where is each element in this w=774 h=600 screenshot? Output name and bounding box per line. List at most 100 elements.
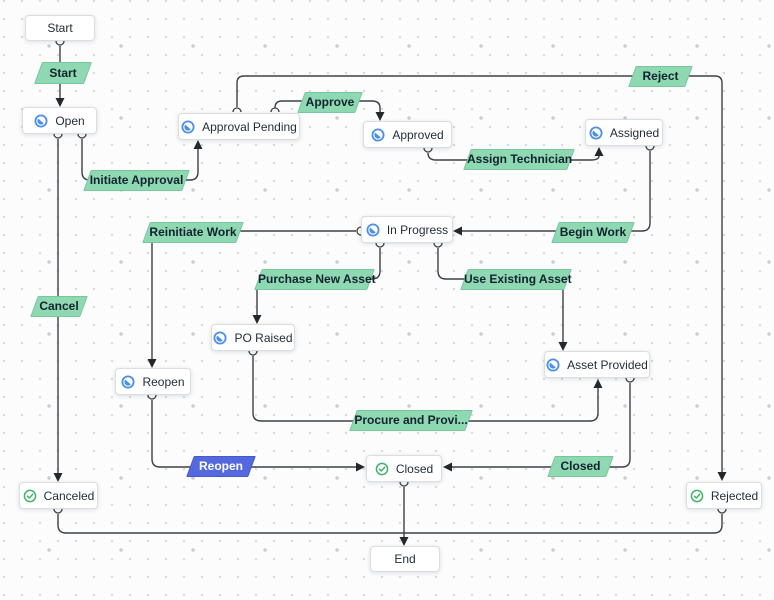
state-node-label: PO Raised bbox=[234, 330, 293, 345]
transition-label-start[interactable]: Start bbox=[33, 62, 93, 84]
edge-arrowhead-icon bbox=[193, 140, 203, 149]
transition-label-reopen[interactable]: Reopen bbox=[186, 456, 256, 477]
transition-label-text: Approve bbox=[305, 95, 355, 109]
transition-label-closed[interactable]: Closed bbox=[547, 456, 614, 477]
transition-label-text: Initiate Approval bbox=[89, 173, 184, 187]
transition-label-reject[interactable]: Reject bbox=[628, 66, 693, 87]
state-node-label: Canceled bbox=[43, 488, 95, 503]
state-node-label: Asset Provided bbox=[567, 357, 648, 372]
state-node-start[interactable]: Start bbox=[25, 15, 95, 41]
edge-canceled-to-end[interactable] bbox=[57, 514, 404, 534]
edge-arrowhead-icon bbox=[594, 147, 604, 156]
edge-source-connector-icon bbox=[433, 242, 443, 248]
transition-label-assign-technician[interactable]: Assign Technician bbox=[463, 149, 575, 170]
transition-label-text: Begin Work bbox=[559, 225, 627, 239]
in-progress-state-icon bbox=[34, 114, 48, 128]
transition-label-begin-work[interactable]: Begin Work bbox=[551, 222, 635, 243]
state-node-approval-pending[interactable]: Approval Pending bbox=[178, 113, 300, 140]
transition-label-text: Reinitiate Work bbox=[149, 225, 237, 239]
transition-label-text: Closed bbox=[560, 459, 601, 473]
in-progress-state-icon bbox=[589, 126, 603, 140]
edge-arrowhead-icon bbox=[356, 462, 365, 472]
transition-label-text: Purchase New Asset bbox=[258, 272, 376, 286]
state-node-label: Approval Pending bbox=[202, 119, 297, 134]
edge-source-connector-icon bbox=[375, 242, 385, 248]
edge-arrowhead-icon bbox=[55, 98, 65, 107]
state-node-label: Open bbox=[55, 113, 85, 128]
state-node-rejected[interactable]: Rejected bbox=[686, 482, 762, 509]
state-node-end[interactable]: End bbox=[370, 546, 440, 572]
state-node-label: Rejected bbox=[710, 488, 759, 503]
edge-in-progress-to-asset-provided-use-existing-asset[interactable] bbox=[437, 248, 564, 342]
transition-label-use-existing-asset[interactable]: Use Existing Asset bbox=[460, 269, 572, 290]
edge-source-connector-icon bbox=[55, 40, 65, 46]
edge-source-connector-icon bbox=[645, 145, 655, 151]
in-progress-state-icon bbox=[546, 358, 560, 372]
state-node-label: Assigned bbox=[609, 125, 660, 140]
edge-arrowhead-icon bbox=[443, 462, 452, 472]
state-node-label: Reopen bbox=[142, 374, 185, 389]
state-node-closed[interactable]: Closed bbox=[366, 455, 442, 482]
state-node-open[interactable]: Open bbox=[22, 107, 97, 134]
edge-source-connector-icon bbox=[356, 226, 362, 236]
transition-label-purchase-new-asset[interactable]: Purchase New Asset bbox=[254, 269, 376, 290]
edge-arrowhead-icon bbox=[558, 342, 568, 351]
in-progress-state-icon bbox=[213, 331, 227, 345]
edge-source-connector-icon bbox=[77, 133, 87, 139]
transition-label-approve[interactable]: Approve bbox=[297, 92, 363, 113]
transition-label-cancel[interactable]: Cancel bbox=[30, 296, 88, 317]
edge-arrowhead-icon bbox=[53, 473, 63, 482]
state-node-asset-provided[interactable]: Asset Provided bbox=[544, 351, 650, 378]
edge-rejected-to-end[interactable] bbox=[404, 514, 723, 534]
edge-source-connector-icon bbox=[248, 350, 258, 356]
edge-arrowhead-icon bbox=[147, 359, 157, 368]
edge-source-connector-icon bbox=[717, 508, 727, 514]
closed-state-icon bbox=[375, 462, 389, 476]
state-node-in-progress[interactable]: In Progress bbox=[361, 216, 453, 243]
state-node-label: Start bbox=[47, 21, 73, 35]
edge-arrowhead-icon bbox=[453, 226, 462, 236]
transition-label-text: Assign Technician bbox=[467, 152, 573, 166]
state-node-canceled[interactable]: Canceled bbox=[19, 482, 98, 509]
state-node-label: Closed bbox=[395, 461, 434, 476]
state-node-label: In Progress bbox=[386, 222, 449, 237]
edge-approval-pending-to-rejected-reject[interactable] bbox=[236, 75, 723, 472]
edge-arrowhead-icon bbox=[593, 379, 603, 388]
transition-label-initiate-approval[interactable]: Initiate Approval bbox=[83, 170, 190, 191]
edge-source-connector-icon bbox=[232, 107, 242, 113]
transition-label-procure-and-provide[interactable]: Procure and Provi... bbox=[349, 410, 473, 431]
state-node-po-raised[interactable]: PO Raised bbox=[211, 324, 295, 351]
transition-label-text: Cancel bbox=[39, 299, 79, 313]
closed-state-icon bbox=[690, 489, 704, 503]
in-progress-state-icon bbox=[371, 128, 385, 142]
transition-label-text: Reopen bbox=[198, 459, 243, 473]
transition-label-text: Reject bbox=[642, 69, 679, 83]
state-node-label: End bbox=[394, 552, 416, 566]
edge-arrowhead-icon bbox=[375, 112, 385, 121]
edge-source-connector-icon bbox=[147, 394, 157, 400]
edge-source-connector-icon bbox=[270, 107, 280, 113]
edge-assigned-to-in-progress-begin-work[interactable] bbox=[462, 151, 651, 232]
edge-asset-provided-to-closed-closed[interactable] bbox=[452, 383, 631, 468]
edge-source-connector-icon bbox=[53, 133, 63, 139]
edge-arrowhead-icon bbox=[399, 537, 409, 546]
edge-approval-pending-to-approved-approve[interactable] bbox=[274, 100, 381, 112]
transition-label-text: Procure and Provi... bbox=[354, 413, 468, 427]
state-node-reopen[interactable]: Reopen bbox=[115, 368, 191, 395]
in-progress-state-icon bbox=[366, 223, 380, 237]
edge-reopen-to-closed-reopen[interactable] bbox=[151, 400, 356, 468]
edge-source-connector-icon bbox=[399, 481, 409, 487]
transition-label-text: Use Existing Asset bbox=[464, 272, 572, 286]
transition-label-reinitiate-work[interactable]: Reinitiate Work bbox=[142, 222, 244, 243]
in-progress-state-icon bbox=[121, 375, 135, 389]
state-node-assigned[interactable]: Assigned bbox=[585, 119, 663, 146]
edge-arrowhead-icon bbox=[717, 472, 727, 481]
in-progress-state-icon bbox=[181, 120, 195, 134]
state-node-label: Approved bbox=[392, 127, 444, 142]
edge-source-connector-icon bbox=[625, 377, 635, 383]
state-node-approved[interactable]: Approved bbox=[363, 121, 452, 148]
closed-state-icon bbox=[23, 489, 37, 503]
edge-source-connector-icon bbox=[53, 508, 63, 514]
